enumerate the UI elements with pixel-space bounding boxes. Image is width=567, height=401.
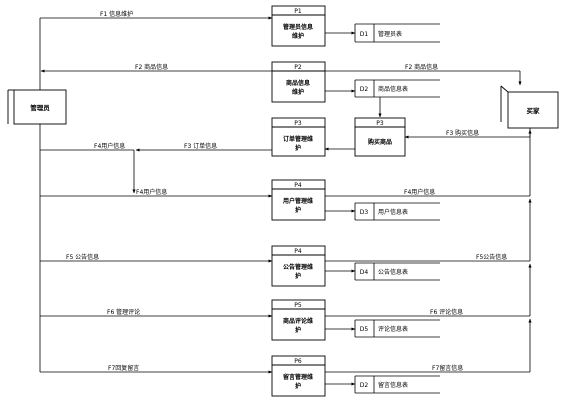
process-p2: P2 商品信息 维护 bbox=[286, 64, 310, 96]
process-name: 购买商品 bbox=[368, 138, 392, 146]
flow-label: F5 公告信息 bbox=[66, 253, 99, 261]
process-name: 护 bbox=[295, 144, 301, 152]
store-id: D5 bbox=[360, 326, 369, 333]
flow-label: F7留言信息 bbox=[432, 364, 463, 372]
entity-buyer: 买家 bbox=[500, 85, 559, 129]
process-name: 管理员信息 bbox=[283, 23, 313, 31]
process-p5: P5 商品评论维 护 bbox=[283, 302, 313, 334]
process-name: 护 bbox=[295, 382, 301, 390]
flow-label: F6 管理评论 bbox=[107, 308, 140, 316]
store-id: D3 bbox=[360, 209, 369, 216]
flow-label: F2 商品信息 bbox=[405, 63, 438, 71]
data-store-d1: D1 管理员表 bbox=[360, 30, 402, 38]
store-name: 评论信息表 bbox=[378, 325, 408, 333]
flow-label: F4用户信息 bbox=[404, 188, 435, 196]
data-store-d3: D3 用户信息表 bbox=[360, 208, 408, 216]
data-store-lines bbox=[354, 23, 440, 394]
flow-label: F3 购买信息 bbox=[446, 129, 479, 137]
process-name: 维护 bbox=[292, 88, 304, 96]
process-name: 公告管理维 bbox=[283, 263, 313, 271]
store-id: D4 bbox=[360, 269, 369, 276]
process-p6: P6 留言管理维 护 bbox=[283, 358, 313, 390]
process-p3-order: P3 订单管理维 护 bbox=[283, 120, 313, 152]
store-name: 商品信息表 bbox=[378, 85, 408, 93]
process-id: P3 bbox=[376, 120, 384, 127]
store-name: 用户信息表 bbox=[378, 208, 408, 216]
entity-admin: 管理员 bbox=[7, 89, 67, 125]
process-name: 维护 bbox=[292, 32, 304, 40]
entity-admin-label: 管理员 bbox=[30, 103, 50, 112]
store-name: 管理员表 bbox=[378, 30, 402, 38]
connector-lines bbox=[39, 16, 532, 386]
process-name: 护 bbox=[295, 206, 301, 214]
store-id: D2 bbox=[360, 382, 369, 389]
process-name: 订单管理维 bbox=[283, 135, 313, 143]
flow-label: F3 订单信息 bbox=[184, 142, 217, 150]
flow-label: F4用户信息 bbox=[94, 142, 125, 150]
data-store-d2: D2 商品信息表 bbox=[360, 85, 408, 93]
process-name: 护 bbox=[295, 272, 301, 280]
process-p4-notice: P4 公告管理维 护 bbox=[283, 248, 313, 280]
process-id: P1 bbox=[294, 8, 302, 15]
flow-label: F5公告信息 bbox=[476, 253, 507, 261]
data-store-d4: D4 公告信息表 bbox=[360, 268, 408, 276]
process-p1: P1 管理员信息 维护 bbox=[283, 8, 313, 40]
process-id: P2 bbox=[294, 64, 302, 71]
flow-label: F1 信息维护 bbox=[100, 10, 133, 18]
flow-label: F4用户信息 bbox=[136, 188, 167, 196]
flow-labels: F1 信息维护 F2 商品信息 F2 商品信息 F3 购买信息 F4用户信息 F… bbox=[66, 10, 507, 372]
data-store-d5: D5 评论信息表 bbox=[360, 325, 408, 333]
store-name: 留言信息表 bbox=[378, 381, 408, 389]
process-id: P4 bbox=[294, 248, 302, 255]
data-store-message: D2 留言信息表 bbox=[360, 381, 408, 389]
process-name: 商品评论维 bbox=[283, 317, 313, 325]
flow-label: F2 商品信息 bbox=[135, 63, 168, 71]
process-boxes bbox=[271, 5, 406, 397]
process-id: P3 bbox=[294, 120, 302, 127]
process-p4-user: P4 用户管理维 护 bbox=[282, 182, 313, 214]
flow-label: F7回复留言 bbox=[108, 364, 139, 372]
store-id: D2 bbox=[360, 86, 369, 93]
process-id: P5 bbox=[294, 302, 302, 309]
process-name: 商品信息 bbox=[286, 79, 310, 87]
flow-label: F6 评论信息 bbox=[430, 308, 463, 316]
process-id: P6 bbox=[294, 358, 302, 365]
entity-buyer-label: 买家 bbox=[527, 106, 541, 115]
store-id: D1 bbox=[360, 31, 369, 38]
process-id: P4 bbox=[294, 182, 302, 189]
process-p3-purchase: P3 购买商品 bbox=[368, 120, 392, 146]
process-name: 留言管理维 bbox=[283, 373, 313, 381]
process-name: 用户管理维 bbox=[282, 197, 313, 205]
process-name: 护 bbox=[295, 326, 301, 334]
store-name: 公告信息表 bbox=[378, 268, 408, 276]
